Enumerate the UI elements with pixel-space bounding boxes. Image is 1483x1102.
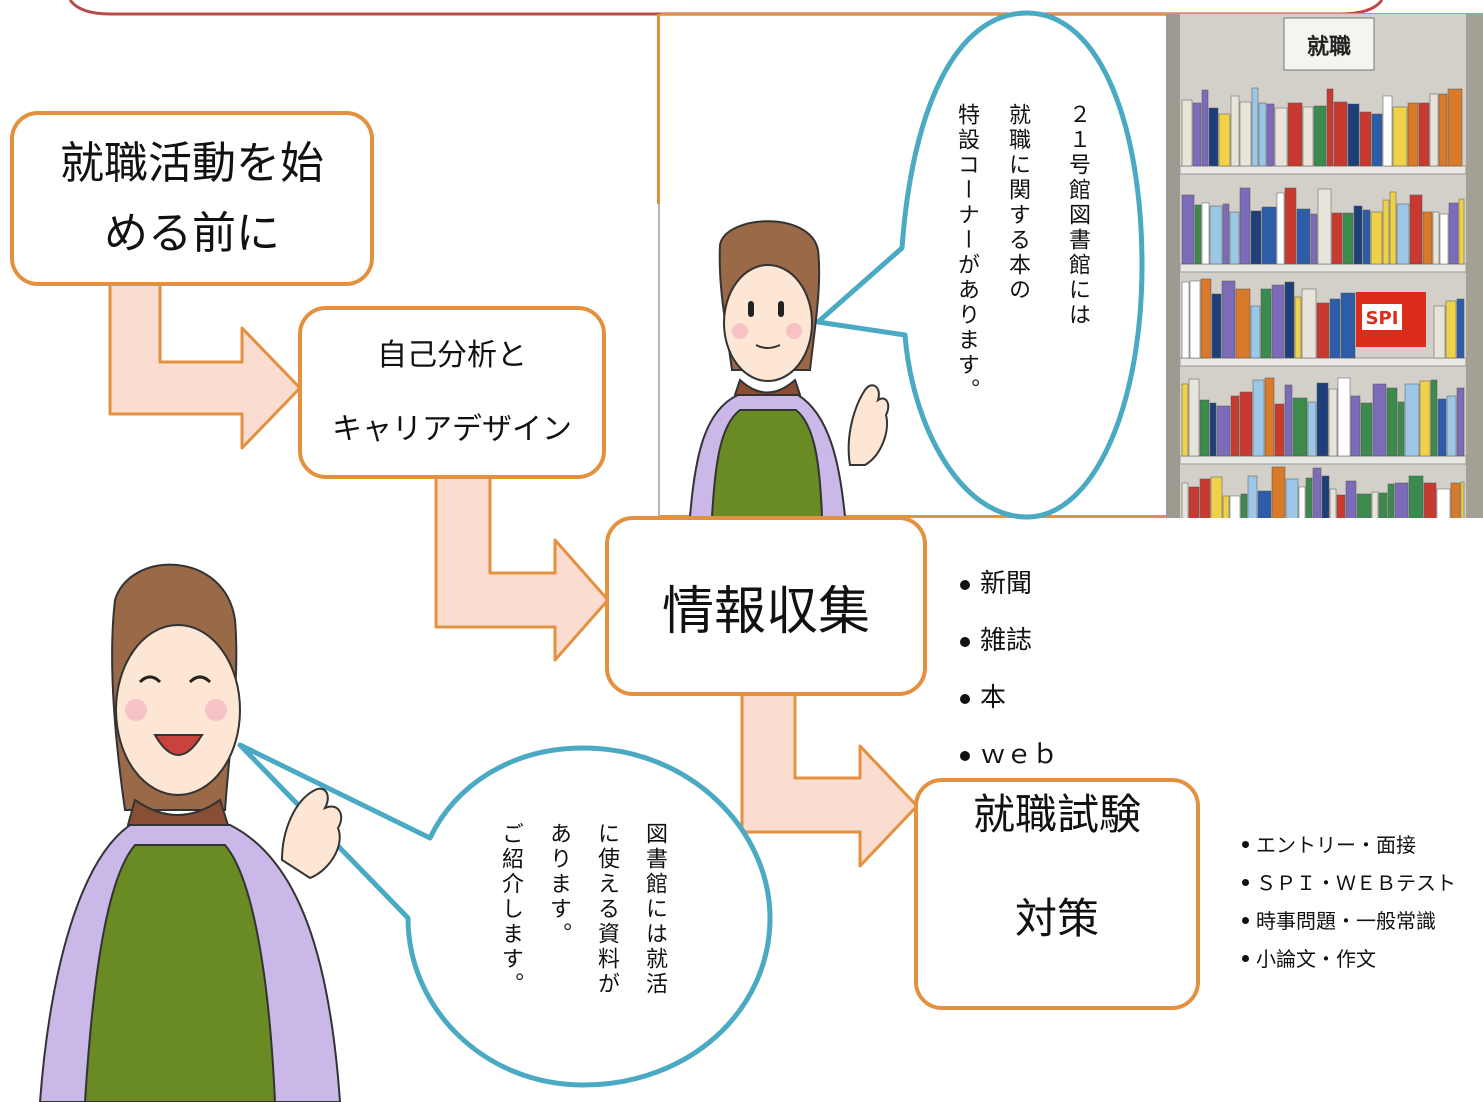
- bottom-bubble-line-2: に使える資料が: [594, 822, 619, 997]
- bottom-bubble-line-3: あります。: [546, 822, 571, 947]
- step-exam-prep-line-2: 対策: [1014, 894, 1099, 943]
- vertical-divider-orange: [657, 14, 660, 204]
- exam-topic-item: ＳＰＩ・ＷＥＢテスト: [1242, 864, 1456, 902]
- step-before-job-hunting-line-1: 就職活動を始: [60, 137, 324, 189]
- spi-book-label: SPI: [1366, 308, 1399, 329]
- photo-frame-top: [660, 13, 1483, 15]
- info-source-item: 新聞: [958, 556, 1058, 613]
- step-self-analysis: 自己分析と キャリアデザイン: [298, 306, 606, 479]
- top-bubble-line-1: ２１号館図書館には: [1065, 103, 1090, 328]
- step-self-analysis-line-2: キャリアデザイン: [332, 411, 572, 447]
- bottom-bubble-line-1: 図書館には就活: [642, 822, 667, 997]
- exam-topic-item: 時事問題・一般常識: [1242, 902, 1456, 940]
- photo-frame-bottom: [660, 515, 1483, 518]
- top-bubble-line-3: 特設コーナーがあります。: [954, 103, 979, 403]
- librarian-figure-bottom: [38, 563, 343, 1102]
- step-exam-prep-line-1: 就職試験: [972, 790, 1141, 839]
- info-source-item: ｗｅｂ: [958, 727, 1058, 784]
- step-info-gathering-label: 情報収集: [661, 581, 870, 642]
- step-exam-prep: 就職試験 対策: [914, 778, 1200, 1010]
- info-source-item: 雑誌: [958, 613, 1058, 670]
- library-shelf-photo: 就職 SPI: [1166, 14, 1483, 518]
- step-before-job-hunting-line-2: める前に: [104, 207, 280, 259]
- librarian-figure-top: [688, 220, 890, 517]
- shelf-sign: 就職: [1307, 34, 1351, 60]
- exam-topics-list: エントリー・面接 ＳＰＩ・ＷＥＢテスト 時事問題・一般常識 小論文・作文: [1242, 826, 1456, 978]
- top-bubble-line-2: 就職に関する本の: [1005, 103, 1030, 303]
- exam-topic-item: 小論文・作文: [1242, 940, 1456, 978]
- step-before-job-hunting: 就職活動を始 める前に: [10, 111, 374, 286]
- bottom-bubble-line-4: ご紹介します。: [498, 822, 523, 997]
- info-sources-list: 新聞 雑誌 本 ｗｅｂ: [958, 556, 1058, 784]
- info-source-item: 本: [958, 670, 1058, 727]
- step-self-analysis-line-1: 自己分析と: [377, 337, 527, 373]
- vertical-divider-grey: [658, 204, 660, 520]
- exam-topic-item: エントリー・面接: [1242, 826, 1456, 864]
- step-info-gathering: 情報収集: [605, 516, 927, 696]
